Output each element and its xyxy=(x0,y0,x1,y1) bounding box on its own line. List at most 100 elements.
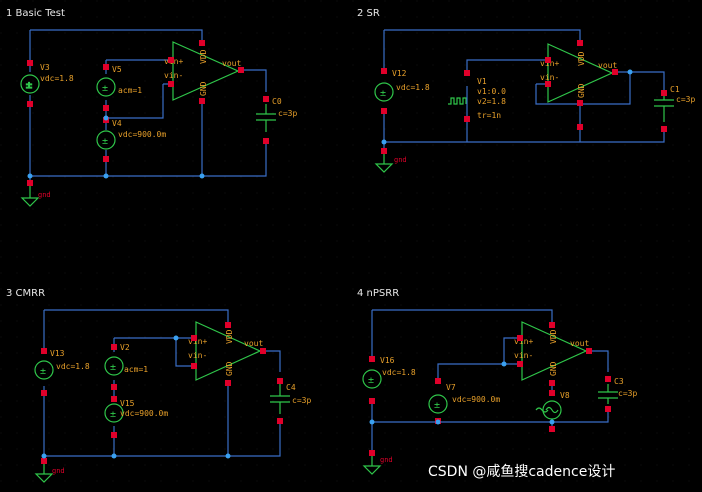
label-v5-value: acm=1 xyxy=(118,86,142,95)
panel-cmrr: 3 CMRR gnd ± V13 vdc=1.8 ± V2 acm=1 ± V1… xyxy=(6,288,311,483)
wire-vin xyxy=(114,337,196,367)
label-v1-tr: tr=1n xyxy=(477,111,501,120)
wire-vout xyxy=(586,350,609,372)
capacitor-c3-icon[interactable] xyxy=(598,384,618,404)
label-v15: V15 xyxy=(120,399,135,408)
svg-text:±: ± xyxy=(102,136,108,147)
gnd-label: gnd xyxy=(38,191,51,199)
wire-vout xyxy=(262,350,281,372)
pin-label-vout: vout xyxy=(570,339,589,348)
panel-title: 2 SR xyxy=(357,8,380,19)
pin-label-gnd: GND xyxy=(577,83,586,98)
label-c0-value: c=3p xyxy=(278,109,297,118)
wire-gnd-bus xyxy=(30,142,267,177)
wire-vdd xyxy=(44,309,229,326)
source-v4-icon[interactable] xyxy=(96,130,116,150)
pin-label-vdd: VDD xyxy=(577,51,586,66)
label-v4-value: vdc=900.0m xyxy=(118,130,166,139)
capacitor-c0-icon[interactable] xyxy=(256,104,276,132)
svg-text:±: ± xyxy=(110,362,116,373)
pin-label-vin-plus: vin+ xyxy=(514,337,533,346)
source-v7-icon[interactable] xyxy=(428,394,448,414)
label-c4: C4 xyxy=(286,383,296,392)
label-v3: V3 xyxy=(40,63,50,72)
svg-text:±: ± xyxy=(40,366,46,377)
panel-basic-test: 1 Basic Test gnd ± V3 vdc=1.8 ± V5 acm=1… xyxy=(6,8,297,207)
pin-label-vin-plus: vin+ xyxy=(188,337,207,346)
source-v16-icon[interactable] xyxy=(362,369,382,389)
wire-vdd xyxy=(372,309,553,326)
label-c1-value: c=3p xyxy=(676,95,695,104)
pin-label-vin-minus: vin- xyxy=(540,73,559,82)
opamp-symbol[interactable] xyxy=(172,41,240,101)
label-v1-v1: v1:0.0 xyxy=(477,87,506,96)
gnd-label: gnd xyxy=(52,467,65,475)
gnd-label: gnd xyxy=(394,156,407,164)
sine-wave-icon xyxy=(545,406,559,414)
label-c3-value: c=3p xyxy=(618,389,637,398)
csdn-watermark: CSDN @咸鱼搜cadence设计 xyxy=(428,463,615,480)
panel-title: 3 CMRR xyxy=(6,288,45,299)
svg-text:±: ± xyxy=(380,88,386,99)
label-v13-value: vdc=1.8 xyxy=(56,362,90,371)
source-v5-icon[interactable] xyxy=(96,77,116,97)
svg-text:±: ± xyxy=(368,375,374,386)
label-v15-value: vdc=900.0m xyxy=(120,409,168,418)
pin-label-vout: vout xyxy=(222,59,241,68)
svg-text:±: ± xyxy=(26,80,32,91)
wire-vin-plus xyxy=(466,59,548,72)
wire-gnd-bus xyxy=(44,424,281,457)
capacitor-c1-icon[interactable] xyxy=(654,96,674,122)
svg-text:±: ± xyxy=(434,400,440,411)
pin-label-vout: vout xyxy=(244,339,263,348)
pulse-source-v1-icon[interactable] xyxy=(448,97,467,105)
label-v2-value: acm=1 xyxy=(124,365,148,374)
panel-title: 1 Basic Test xyxy=(6,8,65,19)
label-c1: C1 xyxy=(670,85,680,94)
svg-text:±: ± xyxy=(110,409,116,420)
label-v16: V16 xyxy=(380,356,395,365)
opamp-symbol[interactable] xyxy=(547,43,614,103)
gnd-label: gnd xyxy=(380,456,393,464)
label-c4-value: c=3p xyxy=(292,396,311,405)
opamp-symbol[interactable] xyxy=(521,321,588,381)
ac-source-v8-icon[interactable] xyxy=(542,400,562,420)
label-v3-value: vdc=1.8 xyxy=(40,74,74,83)
panel-sr: 2 SR gnd ± V12 vdc=1.8 V1 v1:0.0 v2=1.8 … xyxy=(357,8,695,173)
pin-label-gnd: GND xyxy=(199,81,208,96)
pin-label-vdd: VDD xyxy=(199,49,208,64)
sine-wave-icon xyxy=(535,407,549,413)
wire-vdd xyxy=(30,29,203,44)
label-v2: V2 xyxy=(120,343,130,352)
pin-label-vout: vout xyxy=(598,61,617,70)
source-v2-icon[interactable] xyxy=(104,356,124,376)
wire-vdd xyxy=(384,29,581,44)
label-v8: V8 xyxy=(560,391,570,400)
panel-title: 4 nPSRR xyxy=(357,288,399,299)
wire-gnd-bus xyxy=(384,130,665,143)
opamp-symbol[interactable] xyxy=(195,321,262,381)
label-v12: V12 xyxy=(392,69,407,78)
panel-npsrr: 4 nPSRR gnd ± V16 vdc=1.8 ± V7 vdc=900.0… xyxy=(357,288,637,475)
source-v13-icon[interactable] xyxy=(34,360,54,380)
wire-gnd-bus xyxy=(372,412,609,423)
pin-label-vdd: VDD xyxy=(549,329,558,344)
label-v1: V1 xyxy=(477,77,487,86)
label-v7: V7 xyxy=(446,383,456,392)
label-v5: V5 xyxy=(112,65,122,74)
source-v3-icon[interactable] xyxy=(20,74,40,94)
label-v4: V4 xyxy=(112,119,122,128)
wire-vout xyxy=(240,69,267,92)
label-v1-v2: v2=1.8 xyxy=(477,97,506,106)
source-v15-icon[interactable] xyxy=(104,403,124,423)
label-c3: C3 xyxy=(614,377,624,386)
pin-label-vin-plus: vin+ xyxy=(540,59,559,68)
pin-label-gnd: GND xyxy=(549,361,558,376)
label-v7-value: vdc=900.0m xyxy=(452,395,500,404)
label-v12-value: vdc=1.8 xyxy=(396,83,430,92)
pin-label-vin-minus: vin- xyxy=(164,71,183,80)
source-v12-icon[interactable] xyxy=(374,82,394,102)
capacitor-c4-icon[interactable] xyxy=(270,384,290,414)
